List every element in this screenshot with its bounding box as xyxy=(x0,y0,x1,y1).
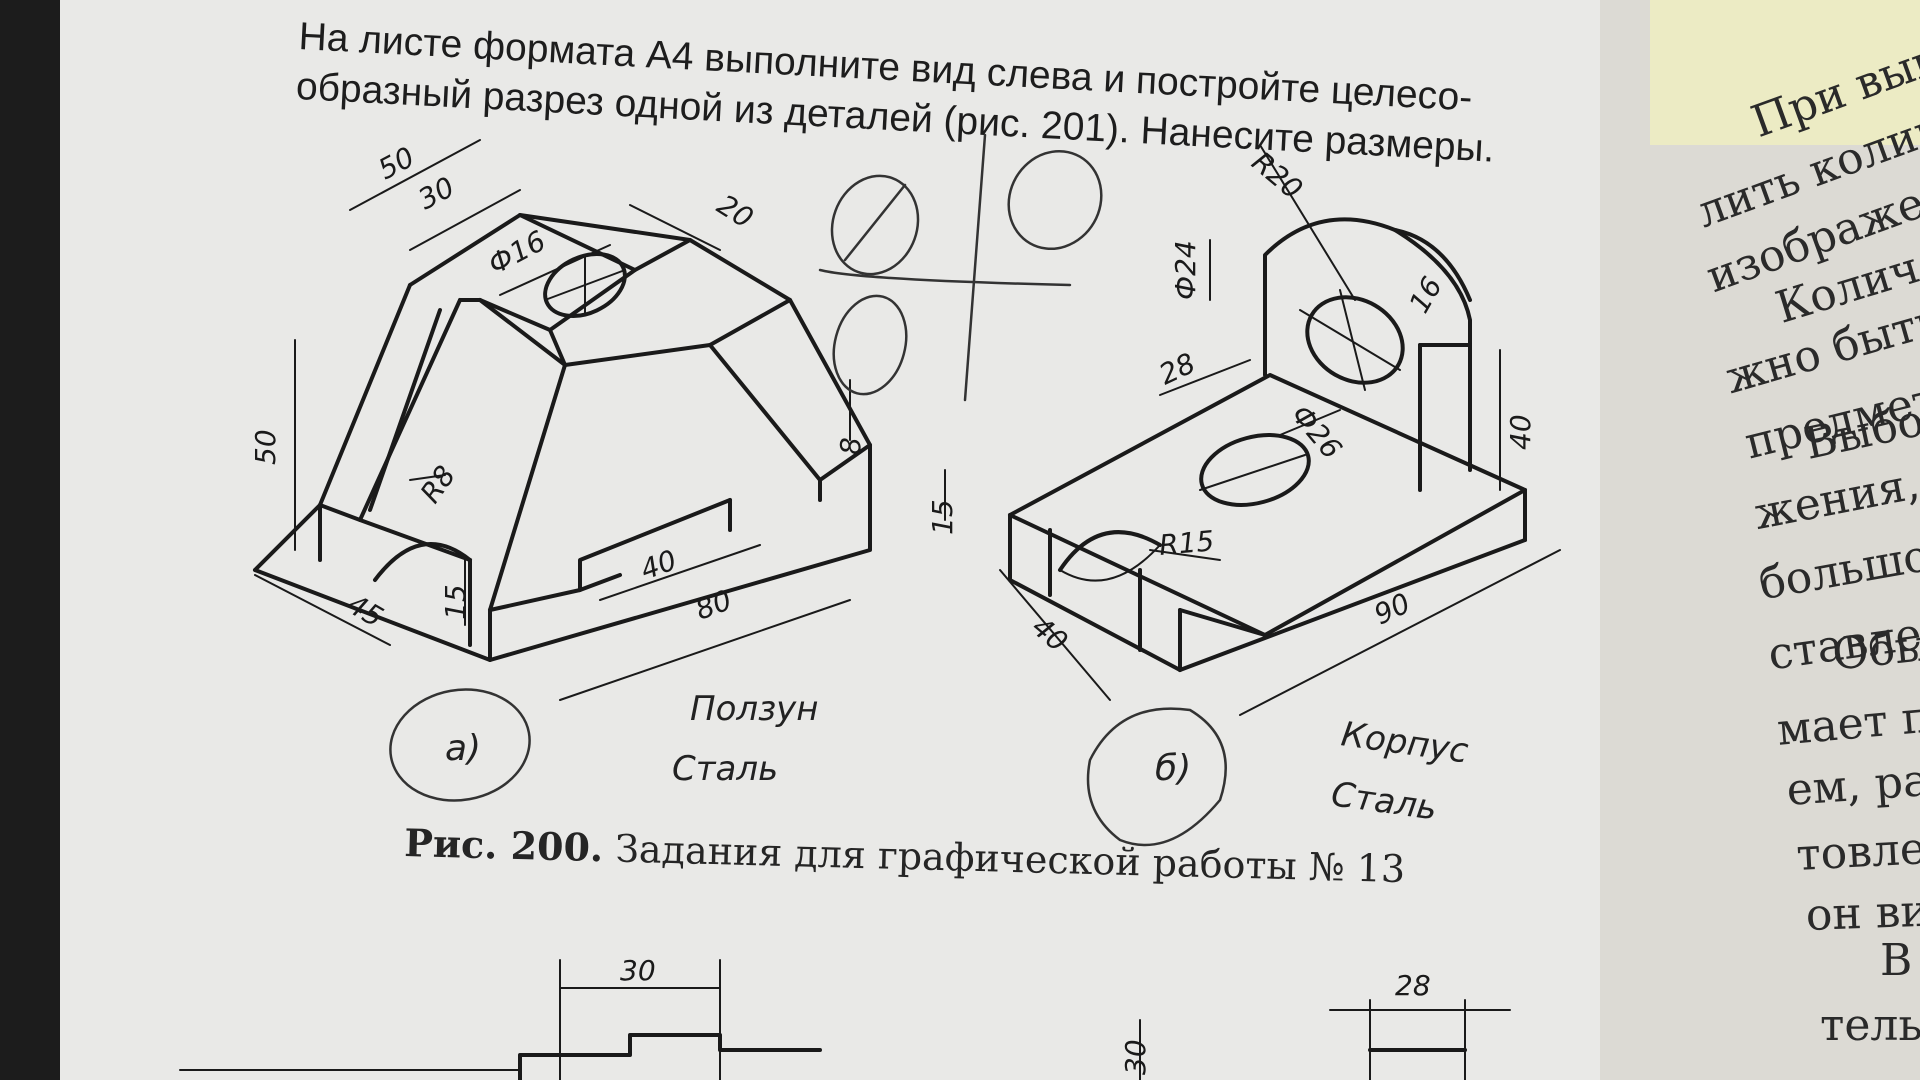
part-b-drawing xyxy=(944,144,1561,716)
side-line: телы xyxy=(1820,1000,1920,1051)
dim-label: R15 xyxy=(1158,524,1216,562)
lower-figure xyxy=(179,959,1511,1080)
part-labels: а) Ползун Сталь б) Корпус Сталь xyxy=(445,689,1471,829)
part-a-drawing xyxy=(253,139,872,701)
book-page xyxy=(60,0,1640,1080)
adjacent-page xyxy=(1600,0,1920,1080)
figure-caption-label: Рис. 200. xyxy=(403,820,604,871)
pencil-marks xyxy=(389,133,1227,847)
dim-label: 28 xyxy=(1154,346,1200,391)
part-b-name: Корпус xyxy=(1339,714,1471,771)
part-b-dimension-labels: R20 Ф24 16 28 Ф26 40 15 R15 40 90 xyxy=(926,145,1537,658)
dim-label: 90 xyxy=(1369,586,1415,631)
part-a-name: Ползун xyxy=(690,689,819,729)
dim-label: 45 xyxy=(342,587,389,633)
part-b-material: Сталь xyxy=(1329,774,1440,828)
part-b-marker: б) xyxy=(1155,748,1191,789)
dim-label: R20 xyxy=(1246,145,1309,206)
dim-label: 20 xyxy=(711,188,759,235)
dim-label: 16 xyxy=(1402,271,1448,318)
dim-label: 50 xyxy=(249,429,282,465)
dim-label: 15 xyxy=(926,499,959,535)
background-edge xyxy=(0,0,70,1080)
dim-label: Ф24 xyxy=(1169,240,1202,300)
part-a-material: Сталь xyxy=(672,749,778,789)
dim-label: 40 xyxy=(1026,610,1075,658)
part-a-marker: а) xyxy=(445,728,481,769)
side-line: В xyxy=(1880,935,1913,986)
dim-label: 28 xyxy=(1395,969,1431,1002)
sticky-note xyxy=(1650,0,1920,145)
dim-label: 30 xyxy=(413,170,460,216)
dim-label: 40 xyxy=(1504,414,1537,450)
dim-label: 8 xyxy=(834,437,867,455)
dim-label: 15 xyxy=(439,584,472,620)
lower-figure-labels: 30 30 28 xyxy=(620,954,1431,1075)
dim-label: 40 xyxy=(636,543,681,586)
dim-label: 30 xyxy=(1119,1039,1152,1075)
dim-label: 50 xyxy=(373,140,420,186)
dim-label: 30 xyxy=(620,954,656,987)
dim-label: Ф26 xyxy=(1285,398,1349,465)
dim-label: R8 xyxy=(414,460,462,509)
